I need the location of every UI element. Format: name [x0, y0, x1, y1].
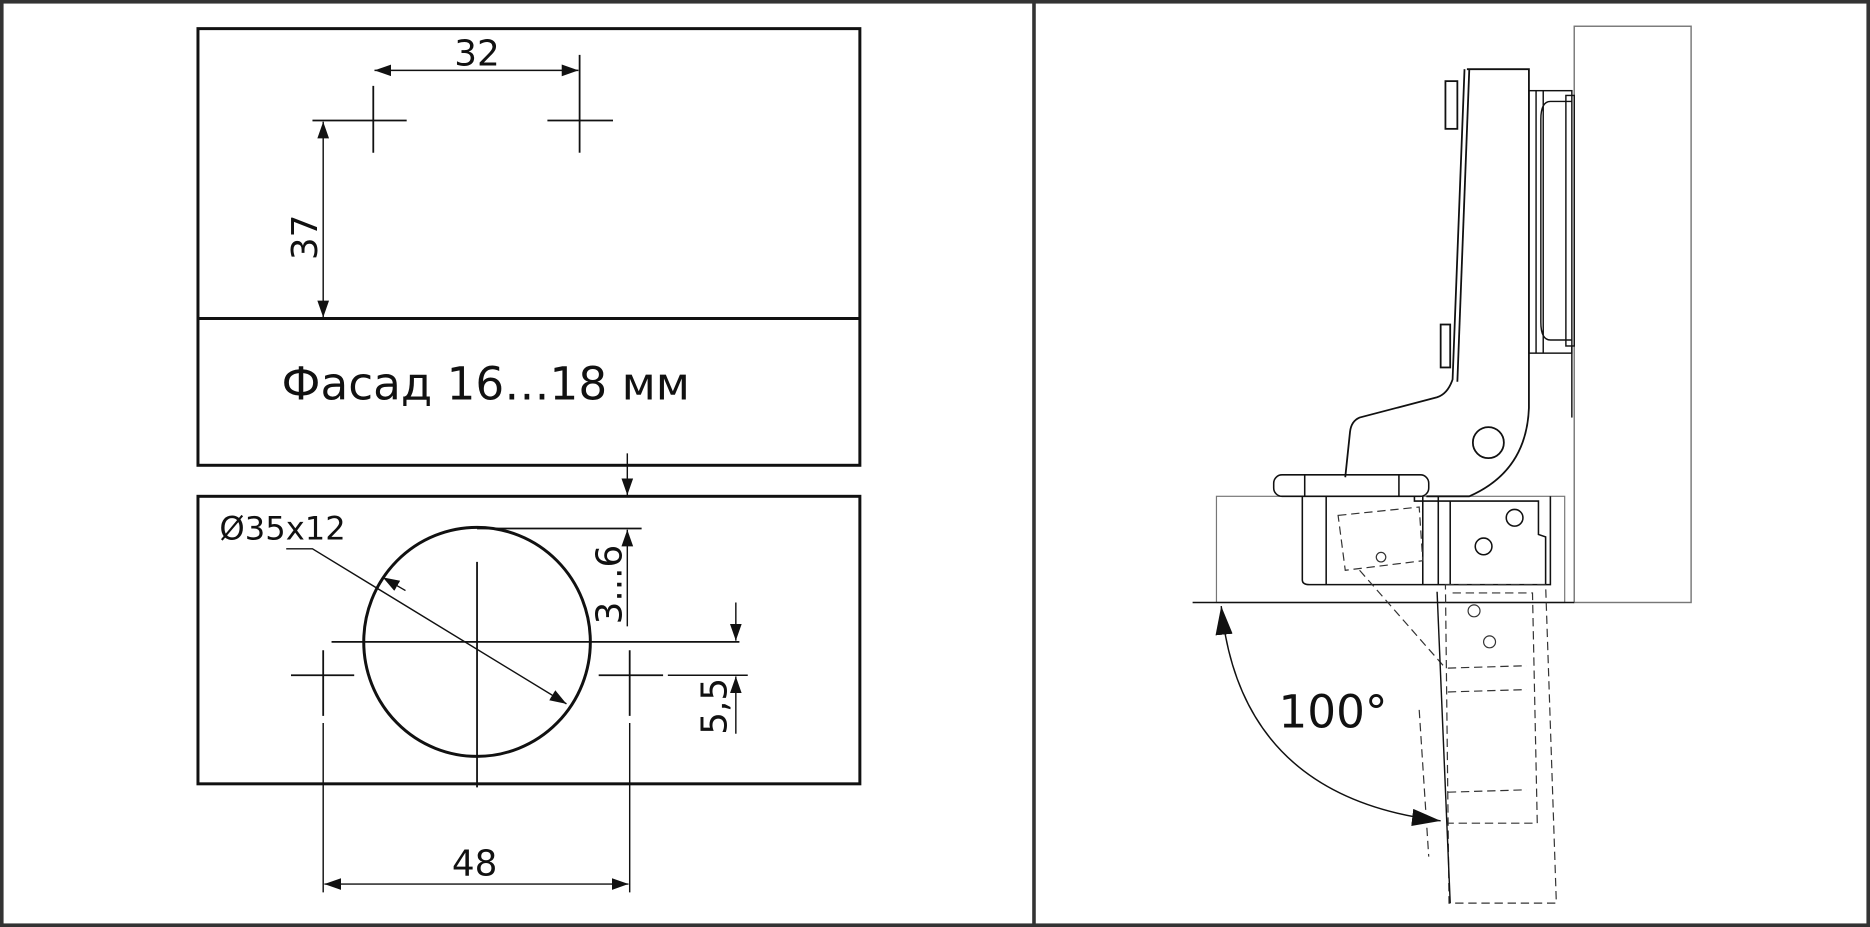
- vertical-offset-label: 5,5: [694, 678, 735, 735]
- opening-angle-label: 100°: [1278, 686, 1387, 739]
- hinge-arm: [1344, 68, 1530, 498]
- hinge-pivot: [1471, 426, 1505, 460]
- mounting-plate: [1528, 89, 1575, 418]
- right-panel: 100°: [1192, 25, 1692, 904]
- dim-32-label: 32: [454, 34, 500, 75]
- opening-angle-arc: [1215, 605, 1441, 826]
- diameter-leader: [286, 548, 567, 705]
- facade-label: Фасад 16…18 мм: [281, 358, 690, 411]
- facade-side-view: [196, 494, 862, 786]
- cabinet-side: [1573, 25, 1692, 604]
- diameter-arrow-back: [382, 576, 406, 592]
- cup-diameter-label: Ø35x12: [219, 509, 345, 547]
- edge-distance-label: 3...6: [589, 545, 630, 625]
- center-lines: [290, 527, 740, 788]
- screw-crosses-top: [312, 54, 613, 153]
- left-panel: Фасад 16…18 мм 32 37 Ø35x12 3...6: [196, 27, 862, 893]
- dim-37-label: 37: [285, 215, 326, 261]
- dim-48-label: 48: [452, 844, 498, 885]
- door-closed: [1215, 495, 1566, 604]
- facade-top-view: [196, 27, 862, 467]
- hinge-cup: [1272, 474, 1552, 586]
